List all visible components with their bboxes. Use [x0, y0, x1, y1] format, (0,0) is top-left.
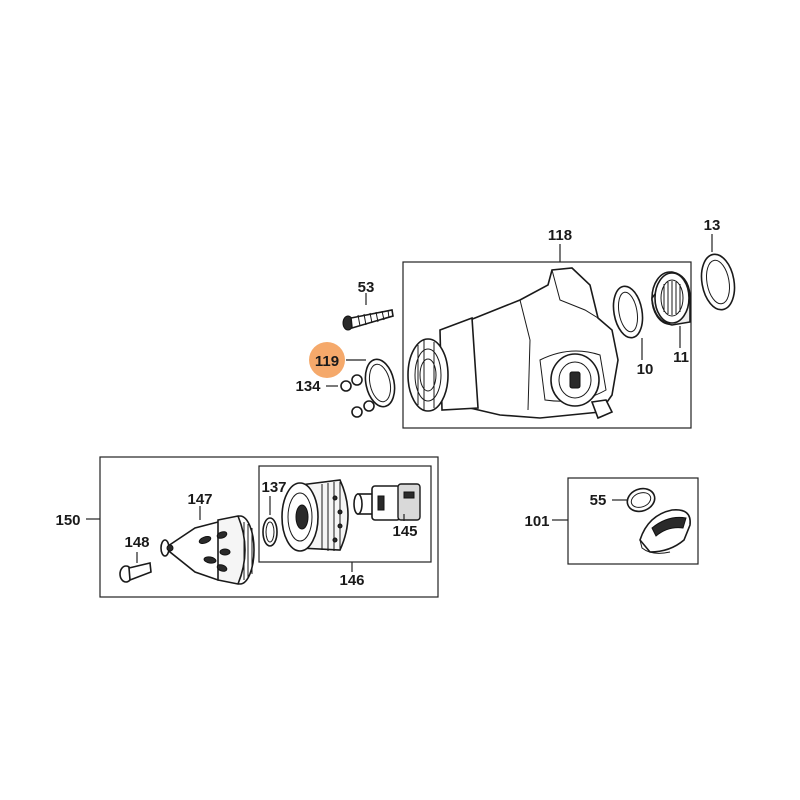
ring-part-13 — [700, 253, 736, 311]
selector-knob-part-101 — [639, 508, 691, 554]
o-ring-part-55 — [626, 487, 656, 513]
screw-part-53 — [342, 293, 394, 331]
label-145: 145 — [392, 523, 417, 540]
keyless-chuck-part-147 — [160, 515, 255, 585]
spindle-part-145 — [353, 483, 421, 521]
sleeve-part-146 — [281, 479, 349, 552]
label-147: 147 — [187, 491, 212, 508]
highlight-marker-119 — [309, 342, 345, 378]
screw-part-148 — [119, 552, 152, 583]
label-53: 53 — [358, 279, 375, 296]
bearing-part-11 — [651, 271, 691, 326]
label-148: 148 — [124, 534, 149, 551]
label-137: 137 — [261, 479, 286, 496]
group-150-chuck — [86, 456, 439, 598]
label-55: 55 — [590, 492, 607, 509]
group-118-housing — [402, 234, 736, 429]
label-101: 101 — [524, 513, 549, 530]
balls-part-134 — [326, 374, 375, 418]
ring-part-137 — [262, 517, 278, 547]
label-10: 10 — [637, 361, 654, 378]
label-118: 118 — [548, 227, 572, 244]
label-150: 150 — [55, 512, 80, 529]
group-box-146 — [258, 465, 432, 563]
label-13: 13 — [704, 217, 721, 234]
group-box-150 — [99, 456, 439, 598]
ring-part-10 — [612, 285, 644, 339]
part-labels: 118 13 53 119 134 10 11 150 147 137 145 … — [55, 217, 720, 589]
label-134: 134 — [295, 378, 321, 395]
label-11: 11 — [673, 349, 689, 366]
group-box-101 — [567, 477, 699, 565]
label-119: 119 — [315, 353, 339, 370]
o-ring-part-119 — [364, 358, 396, 408]
label-146: 146 — [339, 572, 364, 589]
group-box-118 — [402, 261, 692, 429]
group-101-knob — [552, 477, 699, 565]
gear-housing-part — [407, 267, 619, 420]
